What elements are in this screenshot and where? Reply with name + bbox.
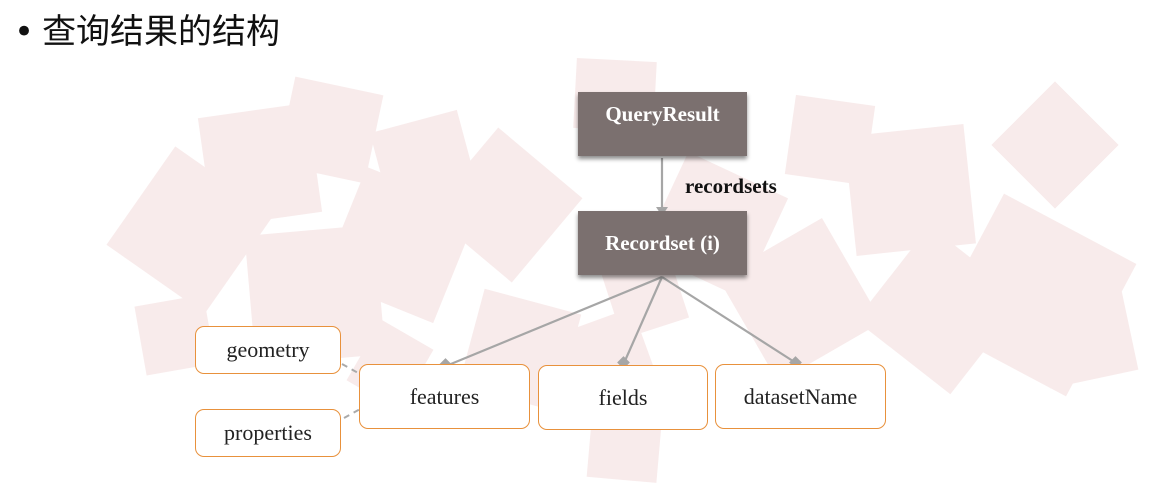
bullet-icon: • [14,12,35,52]
edge-features-properties [343,407,363,419]
fields-label: fields [598,384,648,410]
recordset-label: Recordset (i) [605,230,720,255]
fields-node: fields [538,365,708,430]
edge-features-geometry [341,363,361,375]
queryresult-label: QueryResult [605,101,720,126]
edge-recordset-fields [622,276,664,364]
edge-recordset-features [445,275,663,368]
recordsets-edge-label: recordsets [685,174,777,198]
page-title: •查询结果的结构 [14,4,280,53]
geometry-node: geometry [195,326,341,374]
features-node: features [359,364,530,429]
properties-label: properties [224,420,312,445]
recordset-node: Recordset (i) [578,211,747,275]
geometry-label: geometry [226,337,310,362]
datasetname-label: datasetName [743,383,858,409]
properties-node: properties [195,409,341,457]
datasetname-node: datasetName [715,364,886,429]
features-label: features [409,383,480,409]
edge-recordset-datasetname [661,276,797,364]
queryresult-node: QueryResult [578,92,747,156]
title-text: 查询结果的结构 [42,12,281,52]
